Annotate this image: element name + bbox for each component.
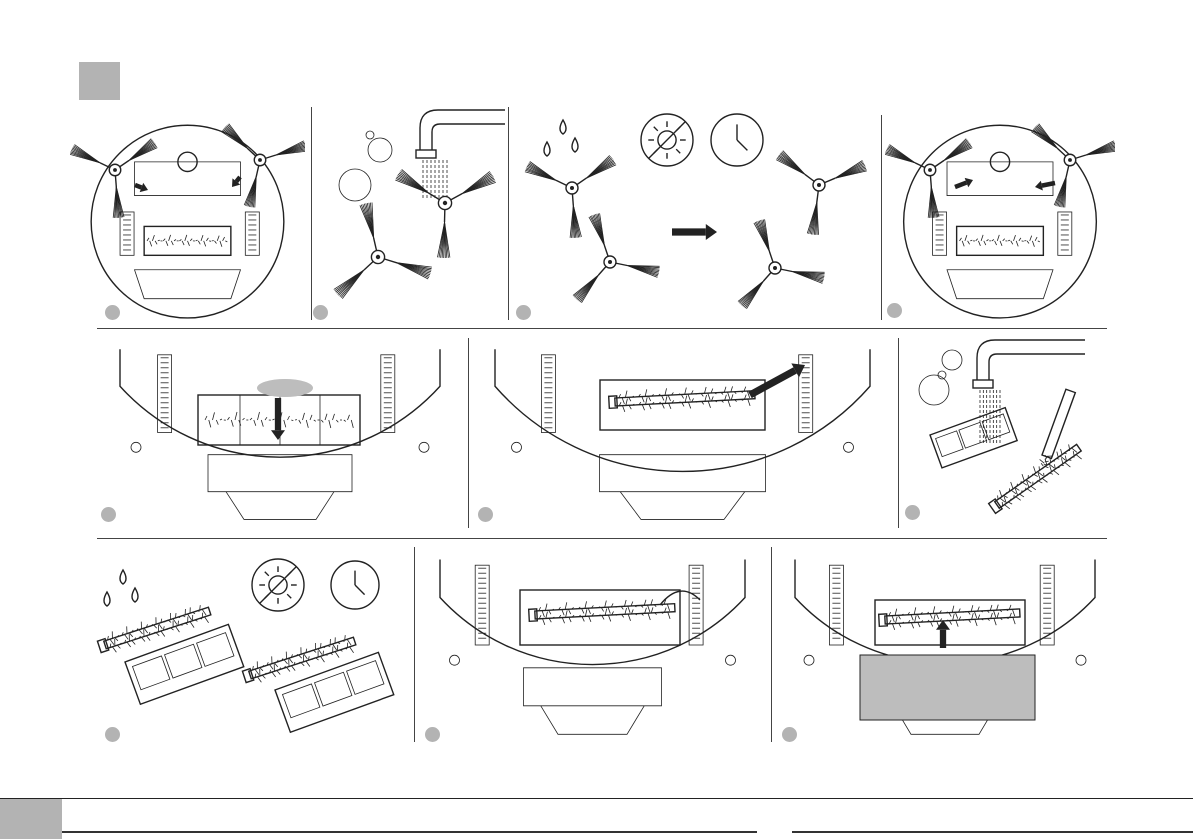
side-brush-icon xyxy=(334,203,432,299)
panel-rinse-brush-and-cover xyxy=(902,335,1102,530)
water-drops-icon xyxy=(104,570,138,606)
arrow-icon xyxy=(135,183,148,192)
side-brush-icon xyxy=(776,151,867,235)
step-marker xyxy=(887,303,902,318)
main-brush-icon xyxy=(608,384,755,414)
main-brush-icon xyxy=(878,602,1020,631)
panel-rinse-side-brush xyxy=(315,105,505,320)
side-brush-icon xyxy=(573,213,660,302)
step-marker xyxy=(905,505,920,520)
footer-block xyxy=(0,799,62,839)
section-header-box xyxy=(79,62,120,100)
panel-press-cover-tab xyxy=(100,340,460,525)
step-marker xyxy=(105,727,120,742)
arrow-icon xyxy=(672,224,717,240)
panel-lift-main-brush xyxy=(475,340,890,525)
step-marker xyxy=(516,305,531,320)
step-marker xyxy=(105,305,120,320)
main-brush-icon xyxy=(528,597,675,627)
clock-icon xyxy=(331,561,379,609)
clock-icon xyxy=(711,114,763,166)
side-brush-icon xyxy=(70,139,157,218)
side-brush-icon xyxy=(395,169,496,258)
step-marker xyxy=(782,727,797,742)
footer-rule xyxy=(792,831,1193,833)
side-brush-icon xyxy=(525,155,616,238)
side-brush-icon xyxy=(1031,124,1115,208)
arrow-icon xyxy=(955,178,973,187)
main-brush-icon xyxy=(241,631,358,688)
panel-insert-main-brush xyxy=(420,550,765,740)
separator xyxy=(468,338,469,528)
brush-cover-icon xyxy=(275,652,394,732)
arrow-icon xyxy=(232,177,240,187)
step-marker xyxy=(425,727,440,742)
cleaning-tool-icon xyxy=(1038,389,1076,468)
side-brush-icon xyxy=(221,124,305,208)
water-drops-icon xyxy=(544,120,578,156)
panel-remove-side-brushes xyxy=(70,115,305,320)
separator xyxy=(311,107,312,320)
step-marker xyxy=(101,507,116,522)
arrow-icon xyxy=(750,363,805,395)
panel-attach-cover xyxy=(775,550,1115,740)
panel-reattach-side-brushes xyxy=(885,115,1115,320)
side-brush-icon xyxy=(885,139,972,218)
sun-off-icon xyxy=(252,559,304,611)
separator xyxy=(771,547,772,742)
sun-off-icon xyxy=(641,114,693,166)
page-footer xyxy=(0,798,1193,839)
separator xyxy=(898,338,899,528)
main-brush-icon xyxy=(986,439,1085,518)
panel-dry-side-brushes xyxy=(512,110,877,320)
faucet-icon xyxy=(973,340,1085,388)
row-separator xyxy=(97,328,1107,329)
panel-dry-brush-and-cover xyxy=(95,550,410,740)
separator xyxy=(508,107,509,320)
faucet-icon xyxy=(416,110,505,158)
brush-cover-icon xyxy=(930,408,1017,468)
step-marker xyxy=(478,507,493,522)
brush-cover-shaded xyxy=(860,655,1035,720)
cover-tab-highlight xyxy=(257,379,313,397)
separator xyxy=(881,115,882,320)
step-marker xyxy=(313,305,328,320)
arrow-icon xyxy=(271,398,285,440)
arrow-icon xyxy=(1035,181,1055,191)
separator xyxy=(414,547,415,742)
footer-rule xyxy=(62,831,757,833)
row-separator xyxy=(97,538,1107,539)
